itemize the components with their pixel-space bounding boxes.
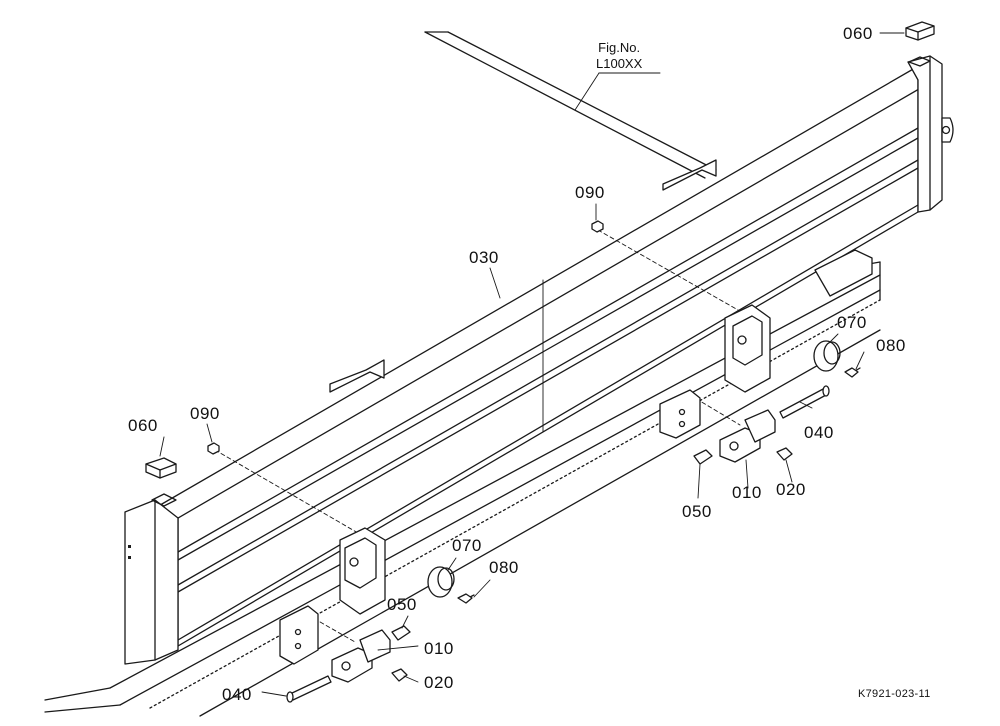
figure-ref-line2: L100XX: [596, 56, 643, 72]
callout-070-left: 070: [452, 536, 482, 555]
callout-010-right: 010: [732, 483, 762, 502]
nut-090-right: [591, 220, 604, 233]
callout-080-left: 080: [489, 558, 519, 577]
callout-080-right: 080: [876, 336, 906, 355]
frame-rail-top: [424, 31, 717, 179]
callout-010-left: 010: [424, 639, 454, 658]
callout-090-left: 090: [190, 404, 220, 423]
callout-020-left: 020: [424, 673, 454, 692]
callout-050-right: 050: [682, 502, 712, 521]
figure-ref-line1: Fig.No.: [598, 40, 641, 55]
cap-060-left: [145, 457, 177, 507]
callout-060-top: 060: [843, 24, 873, 43]
callout-090-right: 090: [575, 183, 605, 202]
nut-090-left: [207, 442, 220, 455]
callout-050-left: 050: [387, 595, 417, 614]
callout-060-left: 060: [128, 416, 158, 435]
callout-030: 030: [469, 248, 499, 267]
callout-040-left: 040: [222, 685, 252, 704]
cap-060-top: [905, 21, 935, 67]
hinge-assembly-left: [279, 527, 475, 703]
callout-020-right: 020: [776, 480, 806, 499]
callout-070-right: 070: [837, 313, 867, 332]
drawing-code: K7921-023-11: [858, 688, 931, 700]
leader-lines: [159, 32, 905, 697]
figure-reference: Fig.No. L100XX: [596, 40, 642, 73]
tailgate-panel: [124, 55, 954, 665]
callout-040-right: 040: [804, 423, 834, 442]
hinge-assembly-right: [659, 304, 861, 465]
